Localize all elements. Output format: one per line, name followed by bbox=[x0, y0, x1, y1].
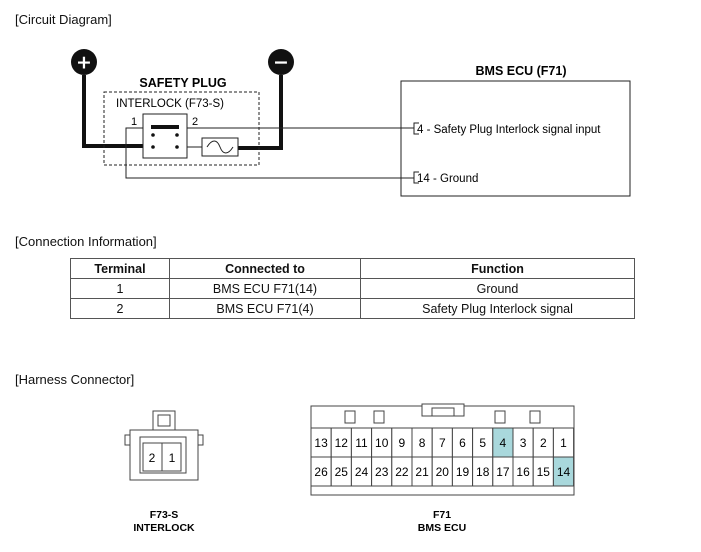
negative-symbol: − bbox=[273, 52, 289, 74]
f71-pin-label-13: 13 bbox=[314, 436, 328, 450]
table-row: 1 BMS ECU F71(14) Ground bbox=[70, 278, 635, 299]
f71-pin-label-23: 23 bbox=[375, 465, 389, 479]
f71-pin-label-17: 17 bbox=[496, 465, 510, 479]
f71-pin-label-15: 15 bbox=[537, 465, 551, 479]
f73-pin-1: 1 bbox=[169, 451, 176, 465]
connected-to-cell: BMS ECU F71(4) bbox=[169, 298, 361, 319]
f71-pin-label-10: 10 bbox=[375, 436, 389, 450]
f71-pin-label-2: 2 bbox=[540, 436, 547, 450]
connected-to-cell: BMS ECU F71(14) bbox=[169, 278, 361, 299]
interlock-label: INTERLOCK (F73-S) bbox=[116, 98, 224, 110]
pin-1-label: 1 bbox=[131, 116, 137, 128]
f71-pin-label-26: 26 bbox=[314, 465, 328, 479]
pin-2-label: 2 bbox=[192, 116, 198, 128]
ecu-pin-14-label: 14 - Ground bbox=[417, 173, 478, 185]
function-cell: Safety Plug Interlock signal bbox=[360, 298, 635, 319]
connection-table: Terminal Connected to Function 1 BMS ECU… bbox=[70, 258, 635, 319]
table-row: 2 BMS ECU F71(4) Safety Plug Interlock s… bbox=[70, 298, 635, 319]
f71-pin-label-9: 9 bbox=[399, 436, 406, 450]
f71-pin-label-3: 3 bbox=[520, 436, 527, 450]
negative-wire bbox=[237, 75, 283, 150]
positive-symbol: + bbox=[76, 52, 92, 74]
ecu-title: BMS ECU (F71) bbox=[476, 64, 567, 78]
ecu-pin-4-label: 4 - Safety Plug Interlock signal input bbox=[417, 124, 601, 136]
header-terminal: Terminal bbox=[70, 258, 170, 279]
harness-section-title: [Harness Connector] bbox=[15, 372, 135, 387]
f71-pin-label-4: 4 bbox=[500, 436, 507, 450]
f71-caption-line1: F71 bbox=[433, 509, 451, 521]
negative-terminal-icon: − bbox=[268, 49, 294, 75]
f71-pin-label-1: 1 bbox=[560, 436, 567, 450]
f73-caption-line2: INTERLOCK bbox=[133, 522, 195, 534]
bms-ecu-box bbox=[400, 80, 631, 197]
f71-pin-label-18: 18 bbox=[476, 465, 490, 479]
f71-pin-label-20: 20 bbox=[436, 465, 450, 479]
ground-wire-pin1 bbox=[125, 127, 414, 179]
positive-terminal-icon: + bbox=[71, 49, 97, 75]
f71-pin-cell-14 bbox=[552, 456, 575, 487]
f71-pin-label-6: 6 bbox=[459, 436, 466, 450]
positive-wire bbox=[82, 75, 150, 148]
header-connected-to: Connected to bbox=[169, 258, 361, 279]
f71-pin-label-24: 24 bbox=[355, 465, 369, 479]
f71-pin-label-11: 11 bbox=[355, 436, 368, 450]
f71-pin-label-14: 14 bbox=[557, 465, 571, 479]
f71-pin-label-5: 5 bbox=[479, 436, 486, 450]
connection-section-title: [Connection Information] bbox=[15, 234, 157, 249]
f71-pin-label-21: 21 bbox=[415, 465, 429, 479]
safety-plug-title: SAFETY PLUG bbox=[139, 76, 226, 90]
f71-pin-label-8: 8 bbox=[419, 436, 426, 450]
f71-pin-label-12: 12 bbox=[335, 436, 349, 450]
terminal-cell: 2 bbox=[70, 298, 170, 319]
interlock-switch bbox=[142, 113, 188, 159]
header-function: Function bbox=[360, 258, 635, 279]
f73-connector: 2 1 bbox=[124, 410, 204, 481]
f73-caption-line1: F73-S bbox=[150, 509, 179, 521]
function-cell: Ground bbox=[360, 278, 635, 299]
f71-pin-label-19: 19 bbox=[456, 465, 470, 479]
f71-pin-label-22: 22 bbox=[395, 465, 409, 479]
table-header-row: Terminal Connected to Function bbox=[70, 258, 635, 279]
circuit-section-title: [Circuit Diagram] bbox=[15, 12, 112, 27]
f71-pin-label-7: 7 bbox=[439, 436, 446, 450]
f73-pin-2: 2 bbox=[149, 451, 156, 465]
f71-pin-label-25: 25 bbox=[335, 465, 349, 479]
f71-caption-line2: BMS ECU bbox=[418, 522, 466, 534]
f71-pin-label-16: 16 bbox=[516, 465, 530, 479]
terminal-cell: 1 bbox=[70, 278, 170, 299]
